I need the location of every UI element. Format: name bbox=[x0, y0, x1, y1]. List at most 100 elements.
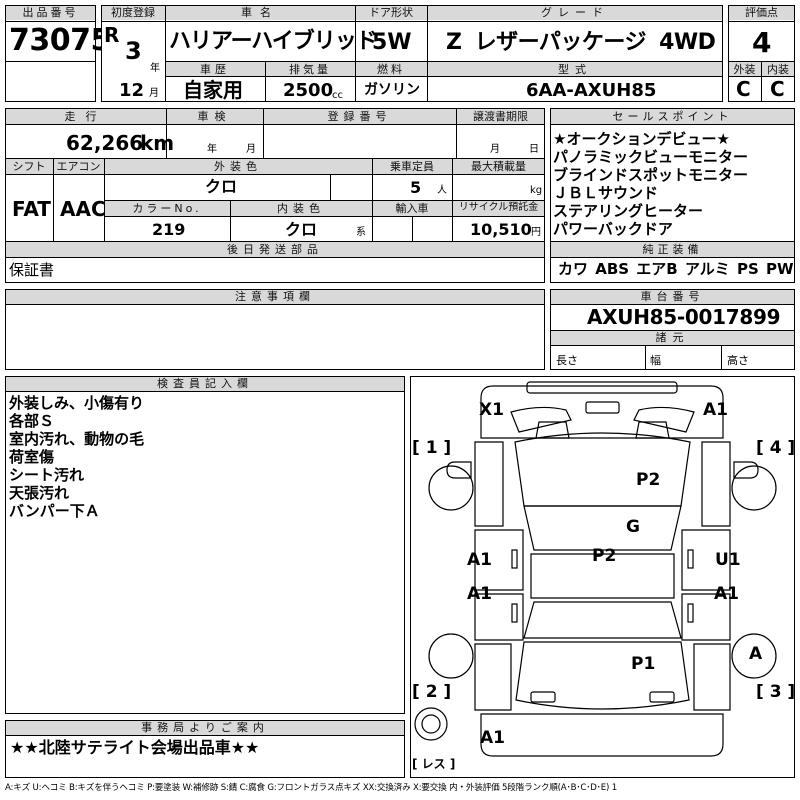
corner-3-label: [ 3 ] bbox=[756, 682, 796, 702]
mark-rear-bumper: A1 bbox=[480, 728, 505, 748]
interior-label: 内装 bbox=[767, 63, 789, 76]
capacity-label: 乗車定員 bbox=[390, 160, 434, 173]
mark-trunk: P1 bbox=[631, 654, 656, 674]
sales-point-4: ＪＢＬサウンド bbox=[553, 184, 659, 202]
displacement: 2500 bbox=[283, 80, 334, 101]
era-letter: R bbox=[104, 23, 120, 47]
lot-number-header-bg bbox=[6, 6, 95, 20]
mark-front-bumper-right: A1 bbox=[703, 400, 728, 420]
inspector-note-6: 天張汚れ bbox=[9, 484, 70, 502]
mark-right-front-door: U1 bbox=[715, 550, 741, 570]
width-label: 幅 bbox=[650, 354, 661, 367]
exterior-label: 外装 bbox=[733, 63, 756, 76]
exterior-color-label: 外装色 bbox=[214, 160, 262, 173]
later-parts-label: 後日発送部品 bbox=[227, 243, 323, 256]
history-label: 車歴 bbox=[200, 63, 230, 76]
sales-point-6: パワーバックドア bbox=[553, 220, 673, 238]
inspection-month-unit: 月 bbox=[246, 144, 256, 155]
interior-color-label: 内装色 bbox=[277, 202, 325, 215]
person-unit: 人 bbox=[437, 185, 447, 196]
inspector-label: 検査員記入欄 bbox=[157, 377, 253, 390]
grade: Z レザーパッケージ 4WD bbox=[446, 30, 716, 55]
exterior-color: クロ bbox=[205, 177, 238, 196]
interior-score: C bbox=[770, 77, 785, 101]
chassis-number: AXUH85-0017899 bbox=[587, 305, 781, 329]
registration-number-label: 登録番号 bbox=[327, 110, 392, 123]
model-code-label: 型式 bbox=[558, 63, 592, 76]
displacement-label: 排気量 bbox=[289, 63, 331, 76]
sales-point-2: パノラミックビューモニター bbox=[553, 148, 749, 166]
later-parts: 保証書 bbox=[9, 261, 55, 279]
mark-windshield: G bbox=[626, 517, 640, 537]
sales-points-label: セールスポイント bbox=[612, 110, 733, 123]
mark-front-bumper-left: X1 bbox=[479, 400, 504, 420]
interior-color: クロ bbox=[285, 220, 318, 239]
first-registration-label: 初度登録 bbox=[111, 6, 155, 19]
year-unit: 年 bbox=[150, 63, 160, 74]
corner-1-label: [ 1 ] bbox=[412, 438, 452, 458]
inspection-label: 車検 bbox=[197, 110, 232, 123]
yen-unit: 円 bbox=[531, 227, 541, 238]
mark-right-rear-wheel: A bbox=[749, 644, 763, 664]
office-note: ★★北陸サテライト会場出品車★★ bbox=[10, 738, 260, 757]
sales-point-3: ブラインドスポットモニター bbox=[553, 166, 749, 184]
genuine-equipment-label: 純正装備 bbox=[642, 243, 703, 256]
inspector-note-1: 外装しみ、小傷有り bbox=[9, 394, 145, 412]
interior-color-unit: 系 bbox=[356, 227, 366, 238]
car-name: ハリアーハイブリッド bbox=[169, 29, 378, 54]
aircon-label: エアコン bbox=[56, 160, 101, 173]
color-number-label: カラーNo. bbox=[132, 202, 202, 215]
transfer-deadline-label: 譲渡書期限 bbox=[473, 110, 528, 123]
chassis-number-label: 車台番号 bbox=[640, 290, 705, 303]
corner-2-label: [ 2 ] bbox=[412, 682, 452, 702]
door-type: 5W bbox=[372, 30, 412, 55]
spare-tire-label: [ レス ] bbox=[412, 757, 456, 771]
mark-right-rear-door: A1 bbox=[714, 584, 739, 604]
mileage-unit: km bbox=[140, 131, 175, 155]
import-label: 輸入車 bbox=[395, 202, 429, 215]
length-label: 長さ bbox=[556, 354, 578, 367]
fuel: ガソリン bbox=[364, 82, 420, 98]
sales-point-5: ステアリングヒーター bbox=[553, 202, 704, 220]
mark-hood: P2 bbox=[636, 470, 661, 490]
car-diagram bbox=[414, 381, 777, 757]
cc-unit: cc bbox=[332, 90, 343, 101]
color-number: 219 bbox=[152, 220, 186, 239]
month-unit: 月 bbox=[149, 88, 159, 99]
mark-left-front-door: A1 bbox=[467, 550, 492, 570]
deadline-month-unit: 月 bbox=[490, 144, 500, 155]
inspector-box bbox=[5, 376, 405, 714]
mileage-label: 走行 bbox=[64, 110, 107, 123]
lot-number-label: 出品番号 bbox=[22, 6, 79, 19]
overall-score: 4 bbox=[752, 26, 772, 59]
inspector-note-4: 荷室傷 bbox=[9, 448, 55, 466]
grade-label: グレード bbox=[541, 6, 609, 19]
fuel-label: 燃料 bbox=[377, 63, 405, 76]
inspection-year-unit: 年 bbox=[207, 144, 217, 155]
deadline-day-unit: 日 bbox=[529, 144, 539, 155]
inspector-note-3: 室内汚れ、動物の毛 bbox=[9, 430, 145, 448]
inspector-note-2: 各部Ｓ bbox=[9, 412, 55, 430]
sales-point-1: ★オークションデビュー★ bbox=[553, 130, 730, 148]
model-code: 6AA-AXUH85 bbox=[526, 80, 657, 101]
genuine-equipment: カワ ABS エアB アルミ PS PW bbox=[558, 260, 794, 278]
mileage: 62,266 bbox=[66, 131, 144, 155]
office-label: 事務局よりご案内 bbox=[141, 721, 269, 734]
max-load-label: 最大積載量 bbox=[471, 160, 526, 173]
score-label: 評価点 bbox=[745, 6, 778, 19]
shift-label: シフト bbox=[12, 160, 46, 173]
damage-diagram-box bbox=[410, 376, 795, 778]
registration-month: 12 bbox=[119, 80, 145, 101]
inspector-note-5: シート汚れ bbox=[9, 466, 85, 484]
lot-number: 73075 bbox=[9, 23, 111, 58]
kg-unit: kg bbox=[530, 185, 543, 196]
aircon: AAC bbox=[60, 197, 106, 221]
notes-label: 注意事項欄 bbox=[235, 290, 315, 303]
door-type-label: ドア形状 bbox=[369, 6, 413, 19]
registration-year: 3 bbox=[125, 37, 142, 65]
mark-left-rear-door: A1 bbox=[467, 584, 492, 604]
mark-roof: P2 bbox=[592, 546, 617, 566]
capacity: 5 bbox=[410, 178, 422, 197]
height-label: 高さ bbox=[727, 354, 749, 367]
damage-legend: A:キズ U:ヘコミ B:キズを伴うヘコミ P:要塗装 W:補修跡 S:錆 C:… bbox=[5, 783, 617, 793]
